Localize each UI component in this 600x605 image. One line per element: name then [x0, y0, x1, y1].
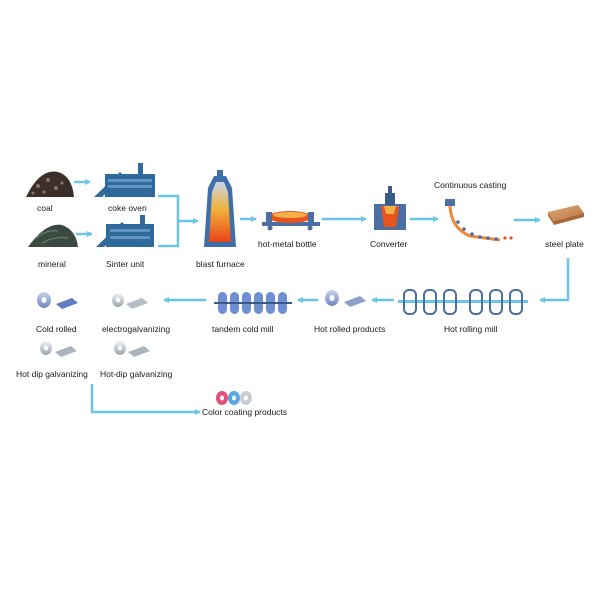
label-mineral: mineral [38, 259, 66, 269]
steel-plate-icon [548, 205, 584, 225]
label-color-coating-products: Color coating products [202, 407, 288, 417]
label-sinter-unit: Sinter unit [106, 259, 145, 269]
label-tandem-cold-mill: tandem cold mill [212, 324, 274, 334]
label-coal: coal [37, 203, 53, 213]
sinter-unit-icon [96, 215, 154, 247]
electrogalvanizing-icon [112, 293, 148, 309]
arrow-plate-to-hot-mill [539, 258, 570, 303]
arrow-to-color-coating [90, 384, 201, 415]
label-blast-furnace: blast furnace [196, 259, 245, 269]
label-converter: Converter [370, 239, 408, 249]
tandem-cold-mill-icon [214, 292, 292, 314]
hot-dip-galvanizing-icon [40, 341, 77, 357]
label-steel-plate: steel plate [545, 239, 584, 249]
label-hot-metal-bottle: hot-metal bottle [258, 239, 317, 249]
coke-oven-icon [94, 163, 155, 197]
flow-arrows [74, 179, 570, 415]
arrow-to-blast-furnace [158, 194, 180, 248]
label-hot-dip-galvanizing: Hot dip galvanizing [16, 369, 88, 379]
label-hot-rolled-products: Hot rolled products [314, 324, 386, 334]
coal-pile-icon [26, 171, 74, 197]
continuous-casting-icon [445, 199, 513, 242]
label-hot-dip-galvanizing-2: Hot-dip galvanizing [100, 369, 173, 379]
hot-metal-bottle-icon [262, 211, 320, 231]
hot-rolled-products-icon [325, 290, 366, 307]
label-electrogalvanizing: electrogalvanizing [102, 324, 171, 334]
label-cold-rolled: Cold rolled [36, 324, 77, 334]
converter-icon [374, 186, 406, 230]
mineral-pile-icon [28, 224, 78, 247]
cold-rolled-icon [37, 292, 78, 309]
label-continuous-casting: Continuous casting [434, 180, 507, 190]
blast-furnace-icon [204, 170, 236, 247]
color-coating-products-icon [216, 391, 252, 405]
label-hot-rolling-mill: Hot rolling mill [444, 324, 498, 334]
label-coke-oven: coke oven [108, 203, 147, 213]
hot-rolling-mill-icon [398, 289, 528, 315]
hot-dip-galvanizing-2-icon [114, 341, 150, 357]
